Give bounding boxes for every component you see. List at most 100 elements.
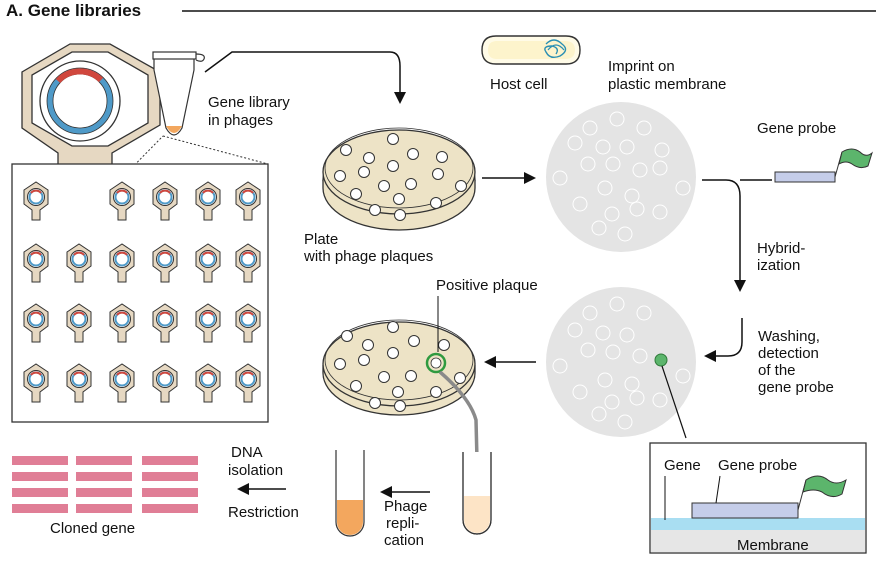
plaque [334, 170, 346, 182]
plaque [405, 370, 417, 382]
plate-label-line1: Plate [304, 231, 339, 248]
plaque [358, 166, 370, 178]
phage-replication-label-line1: Phage [384, 498, 428, 515]
plaque [378, 371, 390, 383]
connector-line [204, 51, 401, 96]
plaque [455, 180, 467, 192]
detail-gene-label: Gene [664, 457, 701, 474]
plaque [432, 168, 444, 180]
gene-fragment [142, 488, 198, 497]
dna-isolation-label-line1: DNA [231, 444, 263, 461]
positive-plaque-ring [425, 352, 447, 374]
plaque [387, 321, 399, 333]
plaque [636, 120, 652, 136]
callout-line [661, 365, 687, 439]
plaque [604, 394, 620, 410]
gene-fragment [142, 504, 198, 513]
zoom-line [162, 135, 269, 165]
plaque [394, 209, 406, 221]
membrane-hybridized [546, 287, 696, 437]
cloned-gene-fragments [12, 456, 198, 513]
gene-fragment [142, 472, 198, 481]
washing-label-line4: gene probe [758, 379, 834, 396]
positive-spot [654, 353, 668, 367]
plaque [582, 120, 598, 136]
gene-fragment [76, 504, 132, 513]
plaque [567, 322, 583, 338]
plaque [378, 180, 390, 192]
plaque [652, 204, 668, 220]
petri-plate-top [322, 127, 476, 231]
plaque [629, 390, 645, 406]
plaque [609, 296, 625, 312]
gene-library-box [11, 163, 269, 423]
plaque [350, 380, 362, 392]
plaque [582, 305, 598, 321]
plaque [591, 220, 607, 236]
plaque [654, 142, 670, 158]
gene-fragment [12, 504, 68, 513]
plaque [438, 339, 450, 351]
gene-library-label-line2: in phages [208, 112, 274, 129]
plaque [358, 354, 370, 366]
arrow-head [704, 350, 716, 362]
arrow-head [484, 356, 496, 368]
plaque [334, 358, 346, 370]
gene-fragment [76, 488, 132, 497]
arrow-head [524, 172, 536, 184]
petri-plate-bottom [322, 319, 476, 416]
plaque [369, 397, 381, 409]
gene-probe-label: Gene probe [757, 120, 837, 137]
gene-library-label-line1: Gene library [208, 94, 290, 111]
plaque [392, 386, 404, 398]
plaque [624, 188, 640, 204]
gene-fragment [76, 472, 132, 481]
plaque [605, 156, 621, 172]
plaque [454, 372, 466, 384]
plaque [675, 368, 691, 384]
plaque [436, 151, 448, 163]
tube-left [335, 450, 365, 537]
host-cell-label: Host cell [490, 76, 548, 93]
washing-label-line2: detection [758, 345, 819, 362]
phage-replication-label-line3: cation [384, 532, 425, 549]
plaque [350, 188, 362, 200]
imprint-label-line1: Imprint on [608, 58, 675, 75]
plaque [430, 197, 442, 209]
hybridization-label-line1: Hybrid- [757, 240, 806, 257]
connector-line [712, 318, 743, 357]
plaque [362, 339, 374, 351]
plaque [597, 372, 613, 388]
phage-enlarged [21, 43, 161, 193]
connector-line [702, 179, 741, 282]
plaque [652, 160, 668, 176]
plaque [632, 348, 648, 364]
plaque [675, 180, 691, 196]
plaque [387, 160, 399, 172]
plaque [340, 144, 352, 156]
plaque [408, 335, 420, 347]
gene-fragment [76, 456, 132, 465]
plaque [552, 170, 568, 186]
plaque [572, 196, 588, 212]
plaque [580, 342, 596, 358]
plaque [605, 344, 621, 360]
plaque [595, 325, 611, 341]
library-tube [152, 51, 205, 136]
arrow-head [734, 280, 746, 292]
detail-gene-probe-label: Gene probe [718, 457, 798, 474]
arrow-head [237, 483, 249, 495]
plaque [619, 327, 635, 343]
arrow-head [380, 486, 392, 498]
washing-label-line1: Washing, [758, 328, 820, 345]
plate-label-line2: with phage plaques [304, 248, 434, 265]
plaque [407, 148, 419, 160]
plaque [604, 206, 620, 222]
plaque [580, 156, 596, 172]
plaque [591, 406, 607, 422]
restriction-label: Restriction [228, 504, 299, 521]
plaque [430, 386, 442, 398]
plaque [595, 139, 611, 155]
plaque [552, 358, 568, 374]
